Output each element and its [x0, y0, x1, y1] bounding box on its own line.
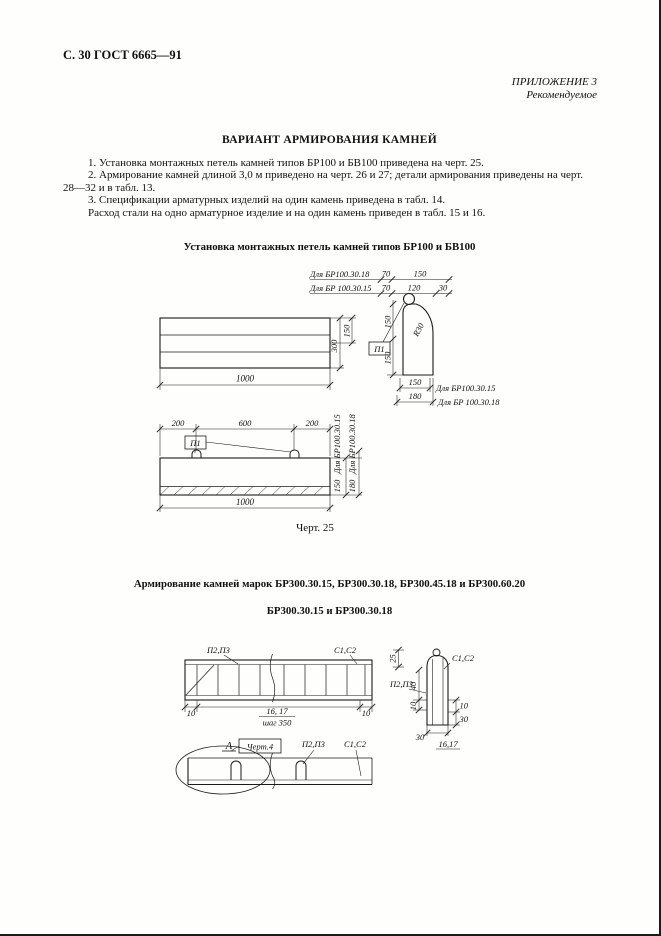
mounting-loop-icon [289, 449, 300, 458]
sect-label-c12: С1,С2 [452, 653, 475, 663]
mounting-loop-icon [191, 449, 202, 458]
fig25-section-profile [368, 292, 434, 376]
sect-label-p23: П2,П3 [389, 679, 413, 689]
dim-200b: 200 [306, 418, 320, 428]
loop-p1-icon [402, 292, 416, 306]
hook-icon [432, 648, 441, 657]
detail-label-p23: П2,П3 [301, 739, 325, 749]
loop-mark-p1: П1 [373, 344, 384, 354]
sect-dim-40: 40 [408, 681, 418, 690]
dim-w150: 150 [409, 377, 423, 387]
appendix-title: ПРИЛОЖЕНИЕ 3 [511, 76, 597, 88]
dim-70b: 70 [382, 283, 391, 293]
hairpin-loop-icon [230, 760, 242, 780]
paragraph-2: 2. Армирование камней длиной 3,0 м приве… [63, 169, 583, 194]
detail-label-c12: С1,С2 [344, 739, 367, 749]
hairpin-loop-icon [295, 760, 307, 780]
dim-30: 30 [438, 283, 448, 293]
label-h180: Для БР100.30.18 [347, 414, 357, 475]
stirrups [196, 664, 366, 696]
bent-bar [185, 664, 215, 696]
loop-mark-p1b: П1 [189, 438, 200, 448]
appendix-subtitle: Рекомендуемое [526, 89, 597, 101]
page-title: ВАРИАНТ АРМИРОВАНИЯ КАМНЕЙ [221, 134, 437, 146]
elev-label-c12: С1,С2 [334, 645, 357, 655]
page-header: С. 30 ГОСТ 6665—91 [63, 48, 182, 62]
dim-h150: 150 [332, 479, 342, 493]
label-w150: Для БР100.30.15 [435, 383, 495, 393]
elev-dim-10-right: 10 [362, 708, 371, 718]
dim-200a: 200 [172, 418, 186, 428]
detail-marker-a: А [225, 741, 233, 752]
fig25-elevation [159, 435, 331, 496]
fig26-title: Армирование камней марок БР300.30.15, БР… [133, 578, 526, 590]
radius-r30: R30 [410, 321, 426, 339]
fig25-drawing: Для БР100.30.18 70 150 Для БР 100.30.15 … [156, 269, 500, 512]
fig26-drawing: П2,П3 С1,С2 10 10 16, 17 шаг 350 25 С1,С… [175, 645, 475, 795]
ref-label-br100-30-18: Для БР100.30.18 [309, 269, 370, 279]
fig26-elev-dims [184, 649, 404, 717]
dim-1000-bot: 1000 [236, 497, 255, 507]
fig26-elevation [184, 653, 373, 703]
fig25-title: Установка монтажных петель камней типов … [183, 241, 476, 253]
dim-150-top: 150 [414, 269, 428, 279]
paragraph-1: 1. Установка монтажных петель камней тип… [88, 157, 484, 169]
dim-1000-top: 1000 [236, 374, 255, 384]
sect-dim-10-left: 10 [408, 701, 418, 710]
elev-label-p23: П2,П3 [206, 645, 230, 655]
fig25-top-block [159, 317, 331, 369]
label-h150: Для БР100.30.15 [332, 414, 342, 474]
dim-25: 25 [388, 654, 398, 663]
elev-pos-numbers: 16, 17 [266, 706, 288, 716]
appendix-block: ПРИЛОЖЕНИЕ 3 Рекомендуемое [512, 76, 597, 102]
ref-label-br100-30-15: Для БР 100.30.15 [309, 283, 372, 293]
hatching [159, 486, 324, 496]
break-line-icon [269, 653, 276, 703]
label-w180: Для БР 100.30.18 [437, 397, 500, 407]
fig25-caption: Черт. 25 [296, 522, 334, 534]
dim-600: 600 [239, 418, 253, 428]
dim-300: 300 [329, 339, 339, 354]
paragraph-3: 3. Спецификации арматурных изделий на од… [88, 194, 446, 207]
sect-dim-30-bottom: 30 [415, 732, 425, 742]
sect-pos-numbers: 16,17 [438, 739, 458, 749]
sect-dim-10-right: 10 [460, 701, 469, 711]
fig26-detail-a [175, 738, 373, 795]
dim-v150b: 150 [383, 351, 393, 365]
break-line-icon [269, 752, 276, 790]
dim-h180: 180 [347, 479, 357, 493]
fig26-cross-section [408, 648, 460, 750]
fig26-subtitle: БР300.30.15 и БР300.30.18 [266, 605, 393, 617]
sect-dim-30-right: 30 [459, 714, 469, 724]
detail-ref-chert4: Черт.4 [247, 742, 274, 752]
dim-v150a: 150 [383, 315, 393, 329]
intro-paragraphs: 1. Установка монтажных петель камней тип… [63, 157, 583, 219]
elev-dim-10-left: 10 [187, 708, 196, 718]
dim-w180: 180 [409, 391, 423, 401]
fig25-dim-lines [159, 279, 452, 512]
paragraph-4: Расход стали на одно арматурное изделие … [88, 206, 486, 219]
dim-70-top: 70 [382, 269, 391, 279]
dim-120: 120 [408, 283, 422, 293]
dim-150-block: 150 [342, 324, 352, 338]
elev-step-label: шаг 350 [263, 718, 293, 728]
